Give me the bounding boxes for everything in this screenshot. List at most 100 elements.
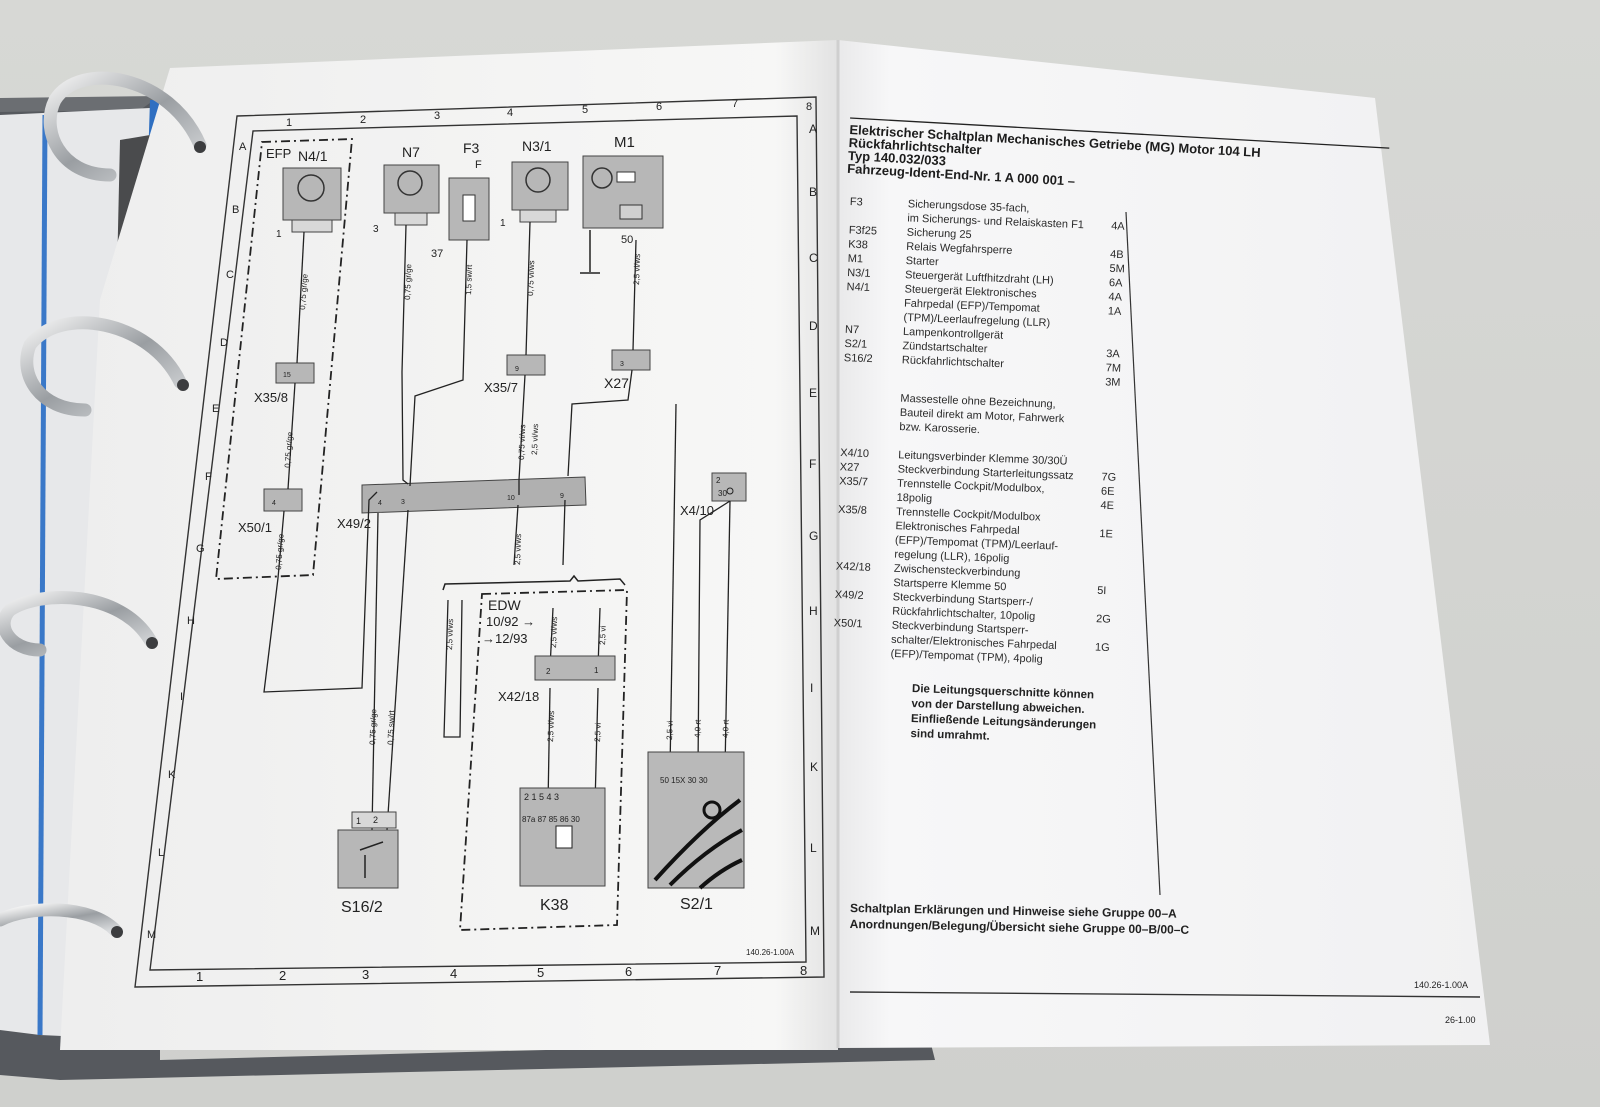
legend-desc: Starter: [905, 255, 939, 268]
row-e: E: [212, 403, 219, 415]
edw-label: EDW: [488, 597, 521, 613]
row-l-right: L: [810, 841, 817, 855]
row-e-right: E: [809, 386, 817, 400]
wire-label-2: 0,75 gr/ge: [283, 431, 295, 468]
n31-pin: 1: [500, 218, 506, 229]
legend-desc: Sicherungsdose 35-fach,: [908, 198, 1030, 215]
legend-code: X49/2: [835, 589, 864, 602]
x410-pin-30: 30: [718, 489, 727, 498]
footer-block: Schaltplan Erklärungen und Hinweise sieh…: [850, 901, 1190, 937]
wire-label-4: 0,75 gr/ge: [403, 263, 413, 300]
wire-label-18: 2,5 vi: [665, 720, 675, 740]
s162-pin-1: 1: [356, 816, 361, 826]
row-i-right: I: [810, 681, 813, 695]
legend-desc: Rückfahrlichtschalter: [902, 354, 1005, 370]
col-7-bottom: 7: [714, 963, 721, 978]
legend-desc: Steuergerät Luftfhitzdraht (LH): [905, 269, 1054, 287]
row-f-right: F: [809, 457, 816, 471]
col-4: 4: [507, 107, 513, 119]
x492-pin-10: 10: [507, 495, 515, 502]
s162-pin-2: 2: [373, 815, 378, 825]
legend-desc: Steckverbindung Startsperr-: [891, 620, 1029, 637]
wire-label-3: 0,75 gr/ge: [274, 533, 286, 570]
row-k-right: K: [810, 760, 818, 774]
edw-dashed-box: [459, 589, 628, 931]
legend-ref: 1G: [1095, 642, 1110, 655]
x358-label: X35/8: [254, 390, 288, 405]
x357-label: X35/7: [484, 380, 518, 395]
m1-label: M1: [614, 134, 635, 151]
legend-desc: Sicherung 25: [907, 227, 972, 241]
n41-pin: 1: [276, 229, 282, 240]
col-5: 5: [582, 104, 588, 116]
wire-label-10: 2,5 vi/ws: [513, 534, 523, 565]
f3-f-label: F: [475, 159, 482, 171]
col-3: 3: [434, 110, 440, 122]
row-h-right: H: [809, 604, 818, 618]
row-b: B: [232, 204, 239, 216]
row-f: F: [205, 471, 212, 483]
row-c-right: C: [809, 251, 818, 265]
col-8: 8: [806, 101, 812, 113]
row-a: A: [239, 141, 247, 153]
legend-code: X35/7: [839, 475, 868, 488]
wire-label-7: 2,5 vi/ws: [632, 254, 642, 285]
wire-label-13: 2,5 vi: [598, 625, 608, 645]
s21-pins: 50 15X 30 30: [660, 776, 708, 785]
row-l: L: [158, 847, 164, 859]
x4218-label: X42/18: [498, 689, 539, 704]
efp-dashed-box: [214, 138, 353, 580]
connector-x27: 3 X27: [604, 349, 651, 391]
ring-holes: [111, 141, 206, 938]
legend-code: S16/2: [844, 352, 873, 365]
legend-code: F3f25: [849, 224, 878, 237]
component-n7: N7 3: [373, 144, 440, 235]
component-k38: 2 1 5 4 3 87a 87 85 86 30 K38: [519, 787, 606, 914]
edw-to: →12/93: [482, 631, 528, 646]
col-1-bottom: 1: [196, 969, 203, 984]
row-c: C: [226, 269, 234, 281]
legend-ref: 4B: [1110, 249, 1124, 262]
n31-label: N3/1: [522, 138, 552, 154]
wire-label-16: 2,5 vi/ws: [546, 711, 556, 742]
component-n31: N3/1 1: [500, 138, 569, 229]
legend-code: X27: [840, 461, 860, 474]
footer-line-1: Schaltplan Erklärungen und Hinweise sieh…: [850, 901, 1177, 921]
legend-ref: 5M: [1109, 263, 1125, 276]
legend-ref: 7M: [1106, 362, 1122, 375]
left-doc-code: 140.26-1.00A: [746, 948, 795, 957]
wire-label-9: 2,5 vi/ws: [530, 424, 540, 455]
legend-ref: 6A: [1109, 277, 1124, 290]
row-i: I: [180, 691, 183, 703]
component-s21: 50 15X 30 30 S2/1: [647, 751, 745, 913]
binder-rings: [0, 71, 207, 937]
row-d: D: [220, 337, 228, 349]
legend-code: N3/1: [847, 267, 871, 280]
wire-label-14: 0,75 gr/ge: [368, 708, 378, 745]
right-bottom-rule: [849, 991, 1481, 998]
x410-pin-2: 2: [716, 476, 721, 485]
legend-desc: Lampenkontrollgerät: [903, 326, 1004, 342]
legend-code: X4/10: [840, 447, 869, 460]
x492-pin-9: 9: [560, 493, 564, 500]
right-page: [836, 40, 1490, 1048]
row-letters-right: A B C D E F G H I K L M: [809, 122, 820, 938]
legend-ref: 1E: [1099, 528, 1113, 541]
x501-label: X50/1: [238, 520, 272, 535]
efp-label: EFP: [266, 146, 291, 161]
legend-desc: Rückfahrlichtschalter, 10polig: [892, 605, 1035, 622]
k38-bottom-pins: 87a 87 85 86 30: [522, 815, 580, 824]
wire-label-20: 4,0 rt: [721, 719, 731, 738]
wire-label-17: 2,5 vi: [593, 722, 603, 742]
wire-label-8: 0,75 vi/ws: [517, 424, 527, 460]
row-g-right: G: [809, 529, 818, 543]
legend-desc: Steuergerät Elektronisches: [904, 283, 1037, 300]
row-g: G: [196, 543, 205, 555]
col-6-bottom: 6: [625, 964, 632, 979]
legend-code: N4/1: [846, 281, 870, 294]
wire-label-11: 2,5 vi/ws: [445, 619, 455, 650]
s162-label: S16/2: [341, 899, 383, 916]
wire-label-1: 0,75 gr/ge: [298, 273, 310, 310]
legend-desc: Relais Wegfahrsperre: [906, 241, 1013, 257]
legend-ref: 4A: [1111, 220, 1126, 233]
